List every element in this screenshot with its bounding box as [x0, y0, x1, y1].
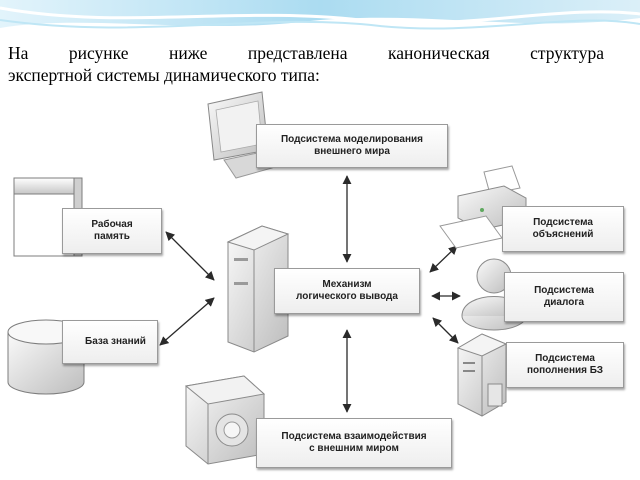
- explanation-subsystem-label-1: Подсистема: [533, 217, 593, 228]
- knowledge-base-label: База знаний: [85, 336, 146, 347]
- explanation-subsystem-box: Подсистема объяснений: [502, 206, 624, 252]
- intro-text: На рисунке ниже представлена каноническа…: [8, 42, 604, 86]
- blank-overlay: [16, 420, 168, 472]
- modeling-subsystem-label-2: внешнего мира: [314, 146, 390, 157]
- computer-tower-icon: [456, 333, 508, 417]
- working-memory-label-2: память: [94, 231, 130, 242]
- replenishment-subsystem-label-1: Подсистема: [535, 353, 595, 364]
- working-memory-label-1: Рабочая: [91, 219, 133, 230]
- interaction-subsystem-label-1: Подсистема взаимодействия: [281, 431, 427, 442]
- dialog-subsystem-label-2: диалога: [543, 297, 585, 308]
- dialog-subsystem-label-1: Подсистема: [534, 285, 594, 296]
- intro-line-1: На рисунке ниже представлена каноническа…: [8, 43, 604, 63]
- modeling-subsystem-box: Подсистема моделирования внешнего мира: [256, 124, 448, 168]
- inference-engine-label-2: логического вывода: [296, 291, 398, 302]
- working-memory-box: Рабочая память: [62, 208, 162, 254]
- intro-line-2: экспертной системы динамического типа:: [8, 65, 320, 85]
- header-wave-decoration: [0, 0, 640, 30]
- server-icon: [226, 225, 290, 353]
- replenishment-subsystem-label-2: пополнения БЗ: [526, 365, 604, 376]
- arrow-memory-inference: [165, 231, 215, 281]
- knowledge-base-box: База знаний: [62, 320, 158, 364]
- hardware-device-icon: [184, 375, 266, 465]
- arrow-inference-explanation: [429, 245, 458, 273]
- arrow-inference-replenishment: [432, 317, 459, 344]
- inference-engine-label-1: Механизм: [322, 279, 372, 290]
- replenishment-subsystem-box: Подсистема пополнения БЗ: [506, 342, 624, 388]
- dialog-subsystem-box: Подсистема диалога: [504, 272, 624, 322]
- modeling-subsystem-label-1: Подсистема моделирования: [280, 134, 424, 145]
- explanation-subsystem-label-2: объяснений: [532, 229, 594, 240]
- interaction-subsystem-box: Подсистема взаимодействия с внешним миро…: [256, 418, 452, 468]
- inference-engine-box: Механизм логического вывода: [274, 268, 420, 314]
- interaction-subsystem-label-2: с внешним миром: [309, 443, 399, 454]
- arrow-kb-inference: [159, 297, 215, 346]
